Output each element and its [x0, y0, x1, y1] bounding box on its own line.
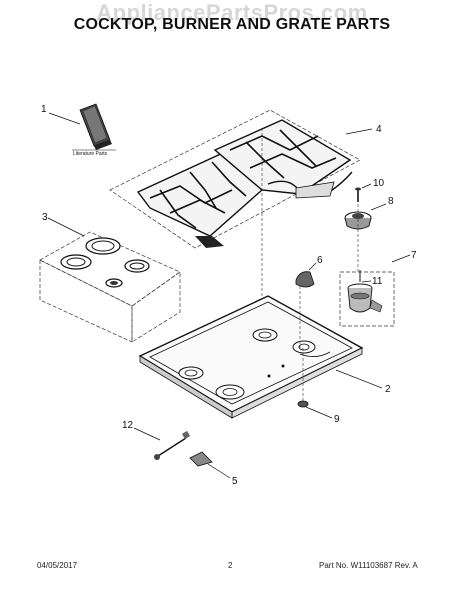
footer-date: 04/05/2017 — [37, 561, 78, 570]
igniter-assembly-group — [339, 254, 411, 327]
screw-10 — [355, 183, 372, 202]
footer-page-number: 2 — [228, 561, 233, 570]
callout-11: 11 — [372, 276, 383, 287]
callout-7: 7 — [411, 250, 417, 261]
grommet-9 — [297, 400, 333, 419]
callout-6: 6 — [317, 255, 323, 266]
footer-part-number: Part No. W11103687 Rev. A — [319, 561, 418, 570]
electrode-wire-12 — [133, 427, 191, 460]
page-title: COCKTOP, BURNER AND GRATE PARTS — [73, 16, 391, 33]
literature-parts-label: Literature Parts — [73, 151, 108, 157]
literature-parts-booklet — [48, 103, 116, 151]
burner-base-8 — [344, 203, 387, 230]
callout-4: 4 — [376, 124, 382, 135]
callout-5: 5 — [232, 476, 238, 487]
bracket-5 — [189, 451, 231, 479]
burner-caps-group — [39, 217, 181, 343]
callout-8: 8 — [388, 196, 394, 207]
watermark-text: AppliancePartsPros.com — [96, 0, 368, 25]
callout-12: 12 — [122, 420, 134, 431]
callout-10: 10 — [373, 178, 385, 189]
grates-group — [109, 109, 373, 249]
alignment-lines — [261, 128, 359, 402]
cooktop-pan — [138, 295, 383, 419]
callout-9: 9 — [334, 414, 340, 425]
burner-cap-6 — [295, 262, 317, 288]
callout-2: 2 — [385, 384, 391, 395]
callout-3: 3 — [42, 212, 48, 223]
callout-1: 1 — [41, 104, 47, 115]
